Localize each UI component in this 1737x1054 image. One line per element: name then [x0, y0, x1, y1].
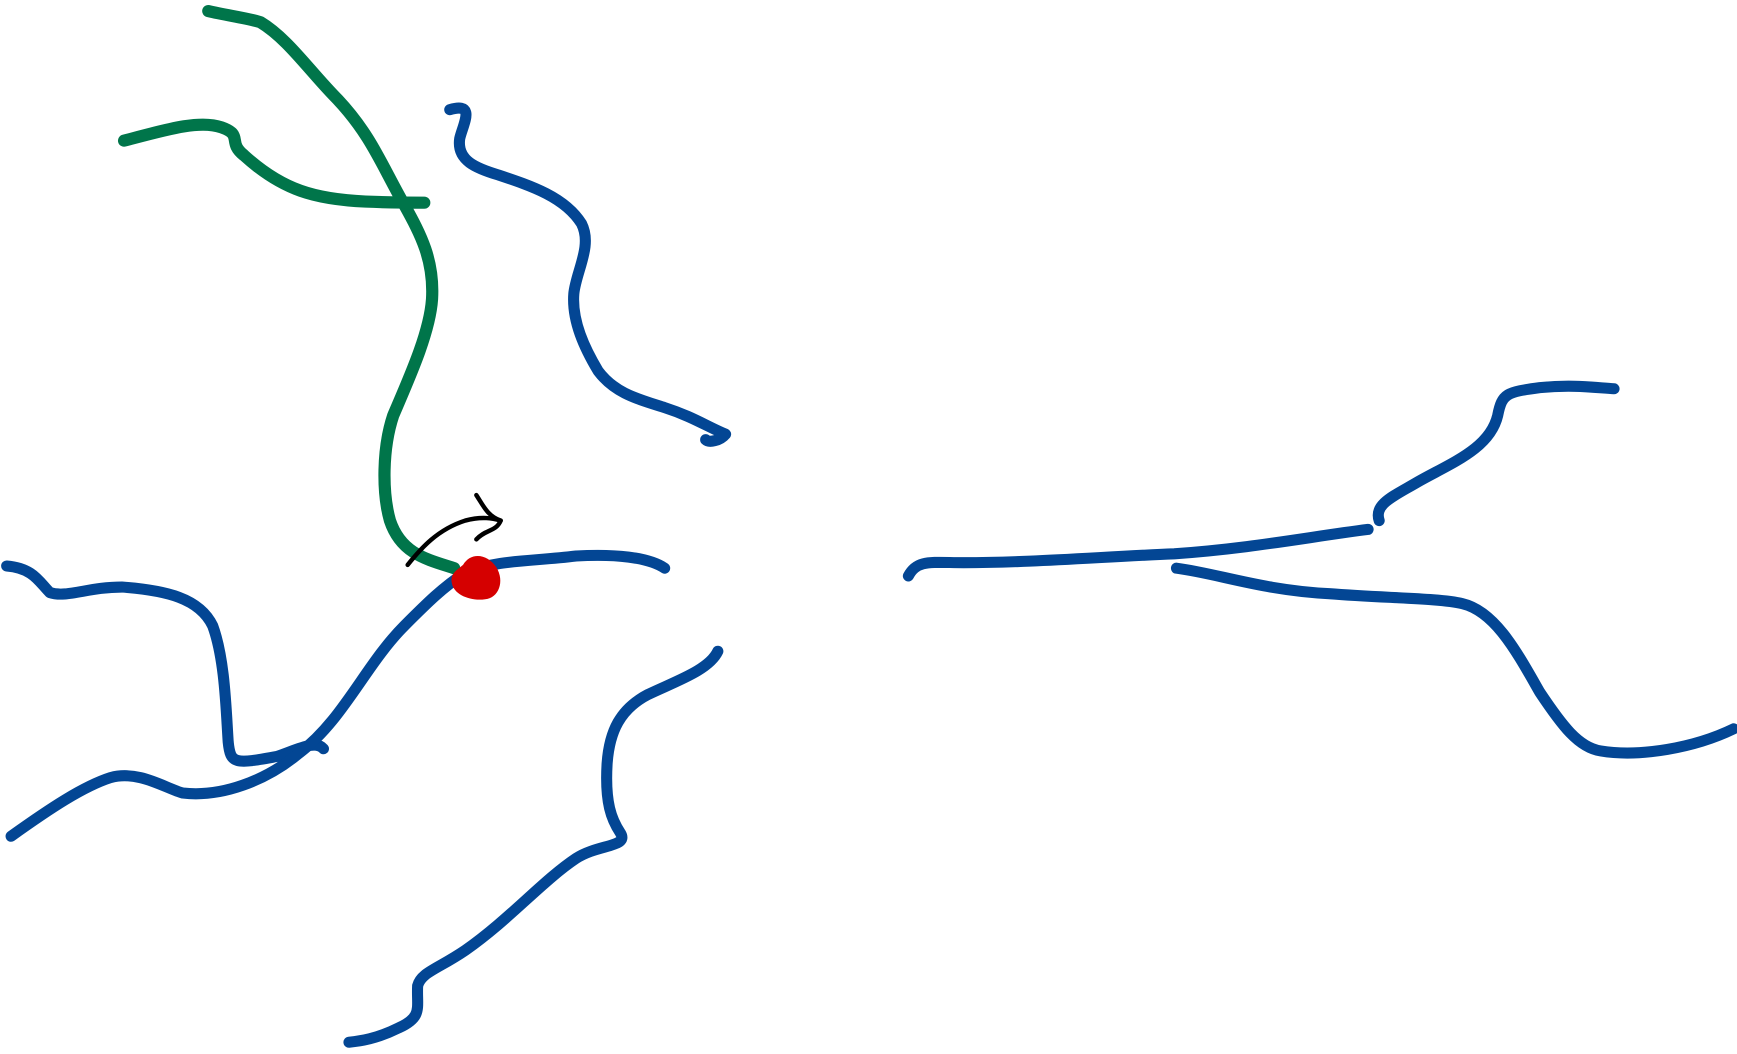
blue-stroke-top: [444, 102, 732, 447]
blue-stroke-left-lower: [5, 549, 671, 842]
blue-stroke-right-upper: [1372, 380, 1620, 527]
black-arrow-head: [474, 492, 503, 542]
blue-stroke-right-top: [902, 523, 1374, 582]
green-stroke-short: [117, 118, 431, 209]
red-blob: [451, 555, 501, 600]
blue-stroke-bottom: [343, 645, 724, 1048]
blue-stroke-right-lower: [1170, 562, 1737, 759]
blue-stroke-left-upper: [1, 560, 330, 767]
green-stroke-long: [202, 4, 461, 575]
